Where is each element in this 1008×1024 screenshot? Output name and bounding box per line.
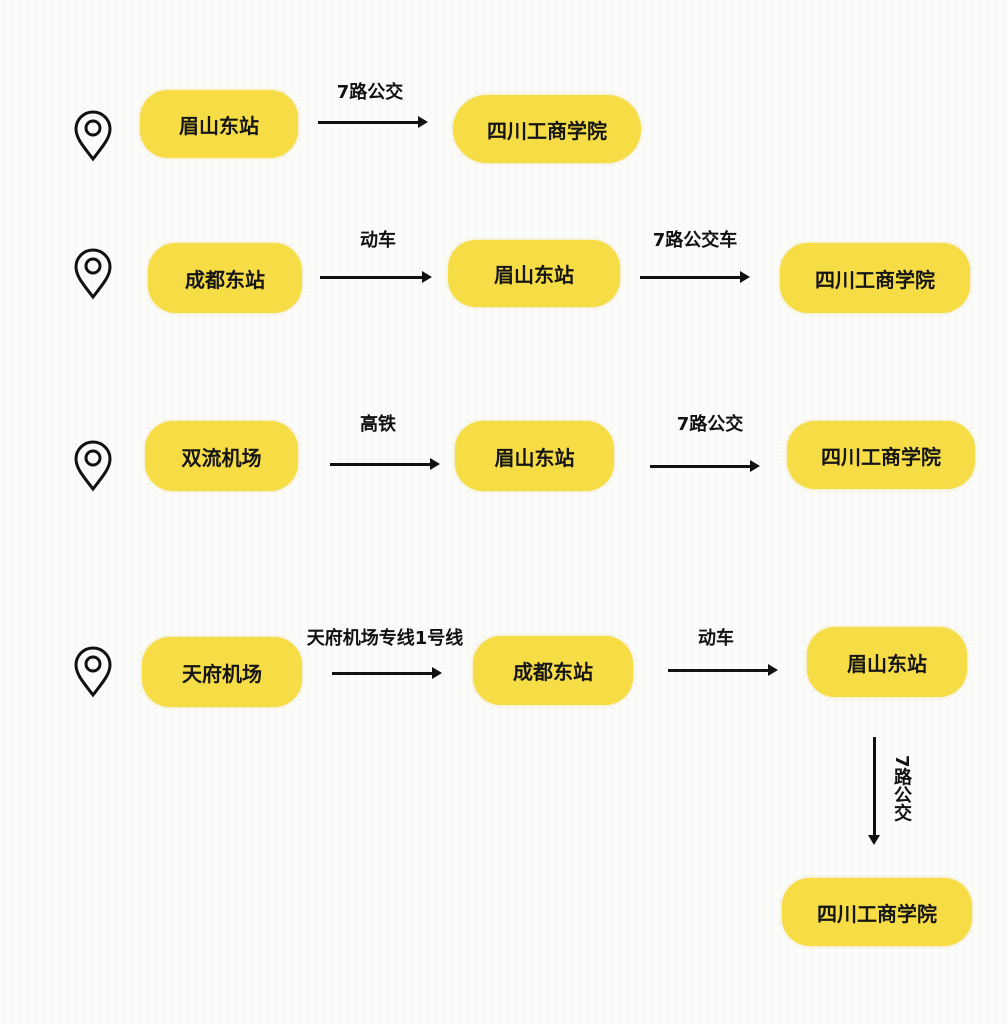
arrow-right [332,667,442,679]
destination-node: 四川工商学院 [787,421,975,489]
arrow-right [330,458,440,470]
edge-label: 7路公交 [676,414,744,435]
edge-label: 7路公交 [336,82,404,103]
location-pin-icon [74,440,112,492]
location-pin-icon [74,248,112,300]
station-node: 成都东站 [473,636,633,705]
arrow-right [320,271,432,283]
location-pin-icon [74,646,112,698]
station-node: 成都东站 [148,243,302,313]
station-node: 天府机场 [142,637,302,707]
station-node: 眉山东站 [448,240,620,307]
edge-label: 天府机场专线1号线 [306,628,464,649]
arrow-right [650,460,760,472]
arrow-down [868,737,880,845]
station-node: 眉山东站 [140,90,298,158]
destination-node: 四川工商学院 [453,95,641,163]
edge-label: 7路公交 [891,755,912,822]
arrow-right [640,271,750,283]
edge-label: 7路公交车 [652,230,738,251]
destination-node: 四川工商学院 [782,878,972,946]
destination-node: 四川工商学院 [780,243,970,313]
station-node: 眉山东站 [455,421,614,491]
station-node: 双流机场 [145,421,298,491]
location-pin-icon [74,110,112,162]
edge-label: 动车 [698,628,734,649]
station-node: 眉山东站 [807,627,967,697]
edge-label: 动车 [360,230,396,251]
arrow-right [318,116,428,128]
arrow-right [668,664,778,676]
edge-label: 高铁 [360,414,396,435]
